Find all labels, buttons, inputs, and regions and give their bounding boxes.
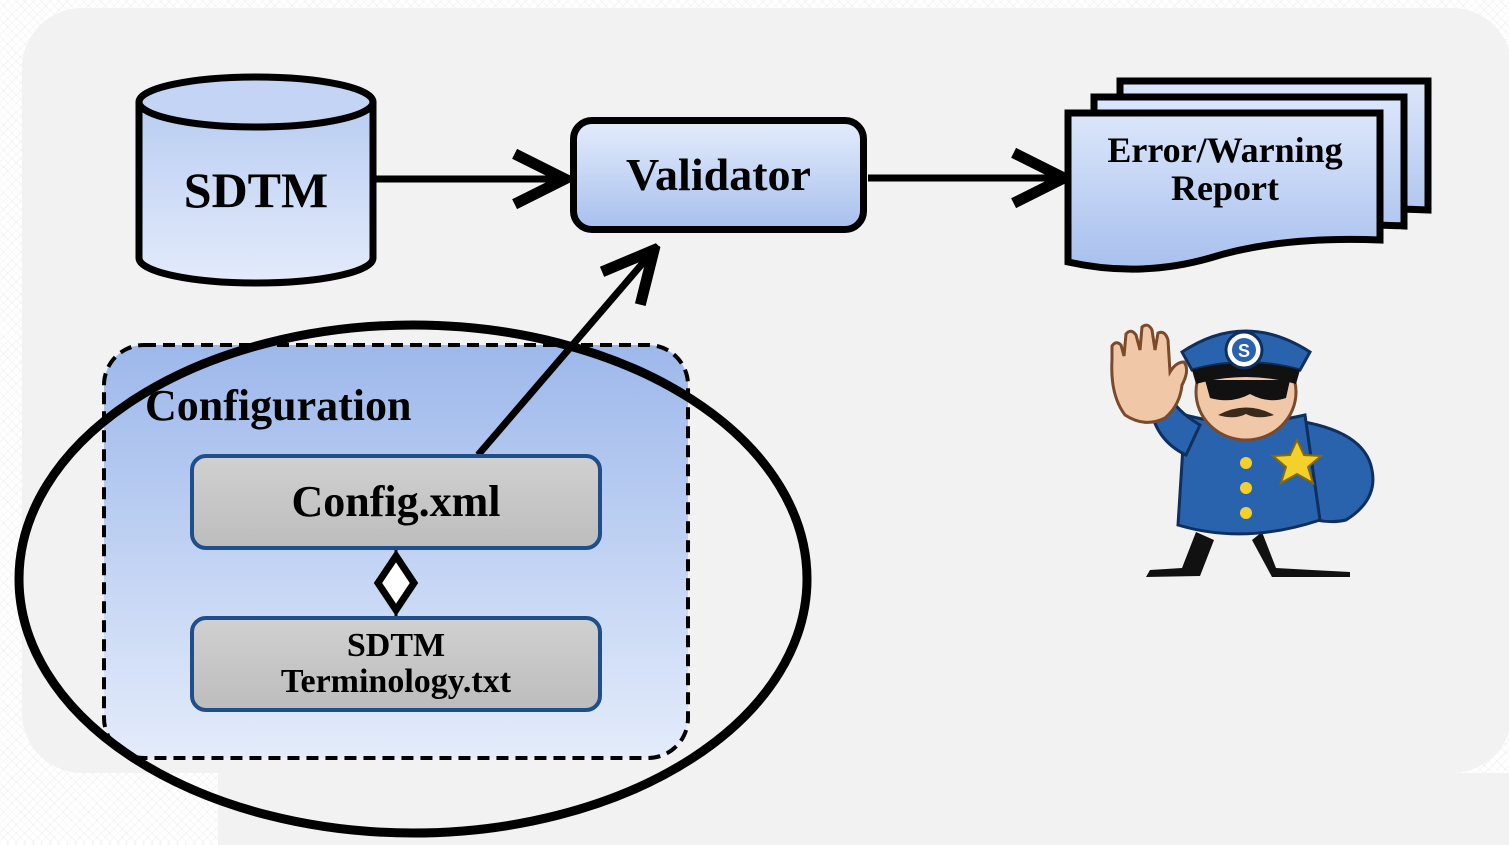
policeman-stop-icon: S (1110, 323, 1375, 577)
sdtm-database-cylinder (135, 73, 377, 287)
report-document-stack-icon (1064, 77, 1432, 273)
terminology-label: SDTM Terminology.txt (280, 627, 512, 700)
validator-label: Validator (626, 148, 811, 200)
config-xml-node (190, 454, 602, 550)
terminology-node (190, 616, 602, 712)
report-label: Error/Warning Report (1107, 130, 1343, 208)
aggregation-diamond-icon (373, 548, 419, 618)
sdtm-label: SDTM (183, 161, 329, 218)
highlight-ellipse (14, 320, 812, 838)
badge-letter: S (1238, 341, 1250, 361)
config-xml-label: Config.xml (291, 476, 501, 526)
arrow-config-to-validator (475, 250, 654, 458)
validator-node (570, 117, 867, 233)
configuration-label: Configuration (145, 380, 412, 430)
